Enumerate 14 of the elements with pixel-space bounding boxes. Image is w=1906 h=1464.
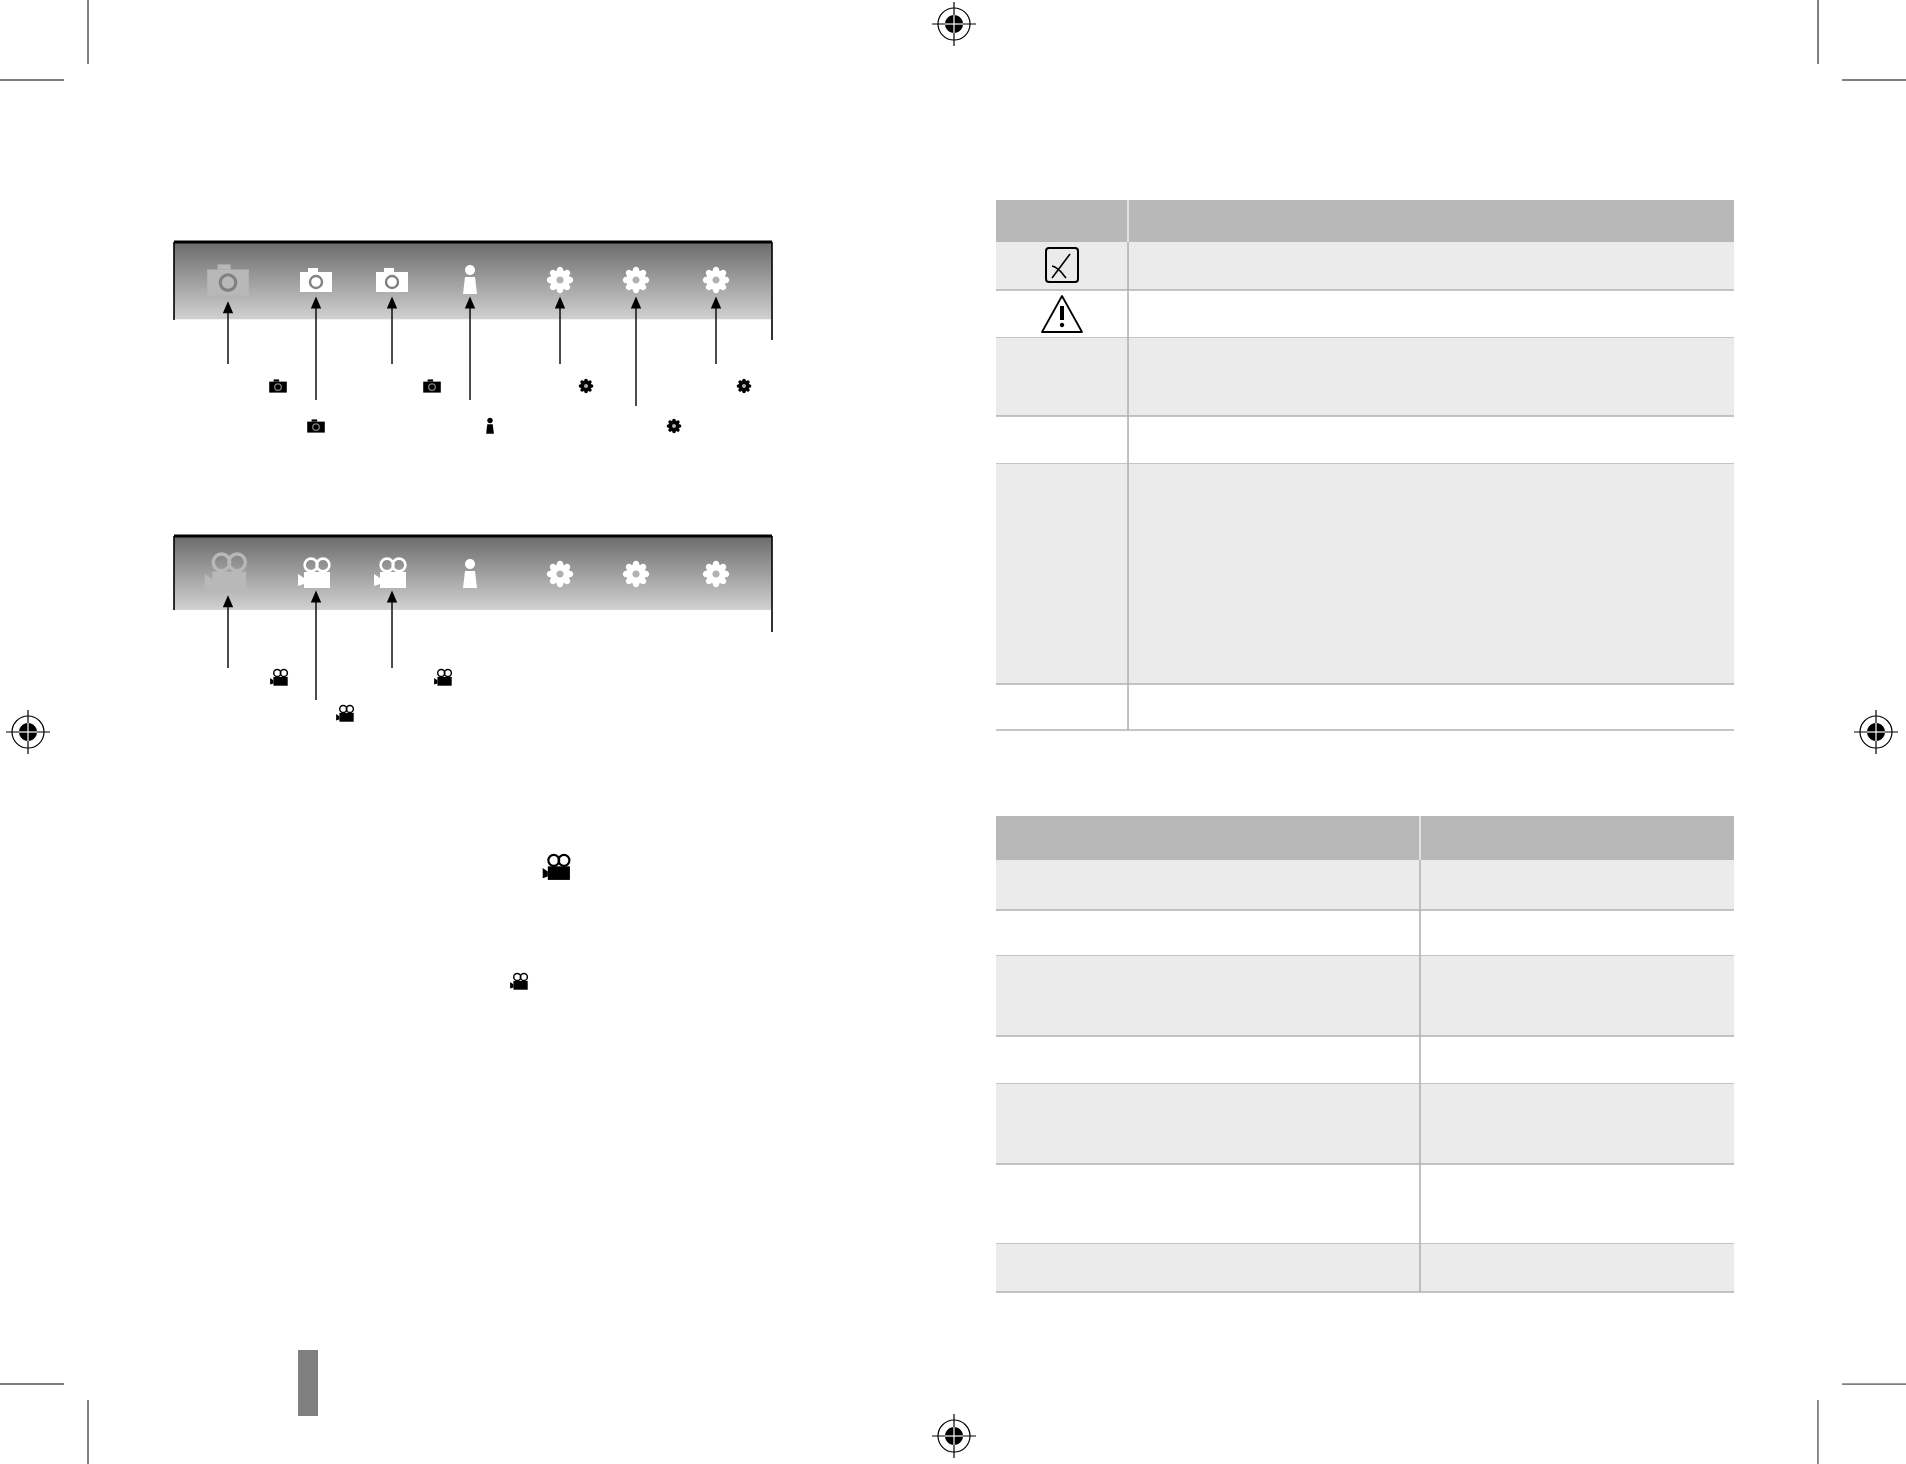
gear-icon [702, 266, 730, 294]
camera-icon [300, 268, 332, 292]
gear-icon [546, 266, 574, 294]
person-icon [463, 265, 477, 294]
video-camera-icon [374, 557, 407, 588]
gear-icon [622, 560, 650, 588]
video-camera-icon [204, 552, 248, 593]
gear-icon [622, 266, 650, 294]
video-camera-icon [298, 557, 331, 588]
camera-icon [207, 264, 249, 296]
gear-icon [546, 560, 574, 588]
gear-icon [702, 560, 730, 588]
camera-icon [376, 268, 408, 292]
person-icon [463, 559, 477, 588]
